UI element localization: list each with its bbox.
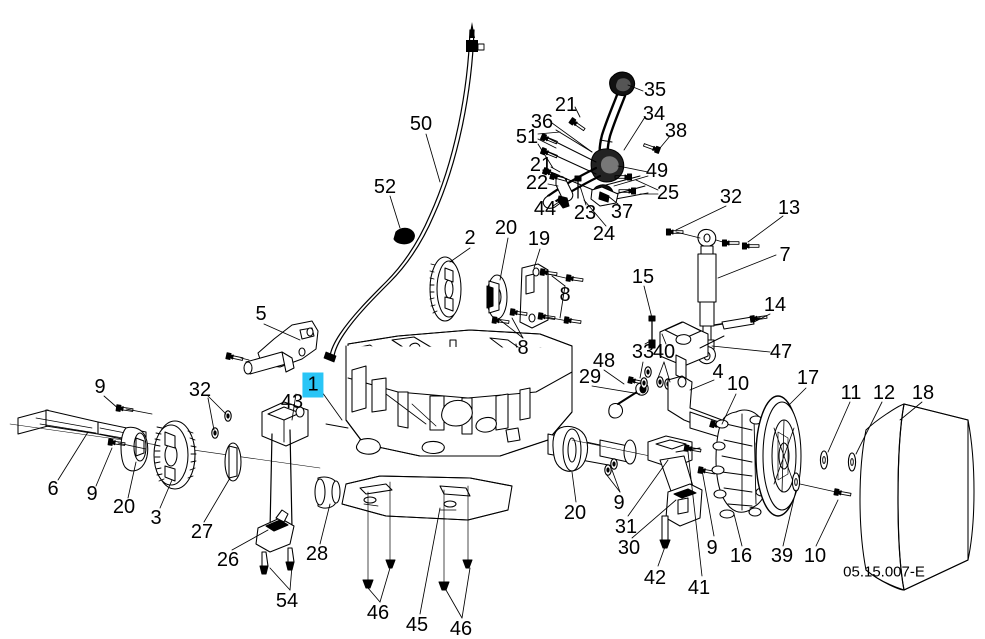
callout-number-40[interactable]: 40 — [652, 341, 676, 363]
callout-number-11[interactable]: 11 — [840, 382, 862, 404]
callout-number-46[interactable]: 46 — [366, 602, 390, 624]
callout-number-25[interactable]: 25 — [656, 182, 680, 204]
callout-number-22[interactable]: 22 — [525, 172, 549, 194]
callout-number-5[interactable]: 5 — [255, 303, 267, 325]
callout-number-10[interactable]: 10 — [803, 545, 827, 567]
callout-number-14[interactable]: 14 — [763, 294, 787, 316]
callout-number-34[interactable]: 34 — [642, 103, 666, 125]
shift-lever-assembly — [539, 71, 661, 209]
gear-cluster-assembly — [429, 256, 584, 329]
callout-number-30[interactable]: 30 — [617, 537, 641, 559]
callout-number-37[interactable]: 37 — [610, 201, 634, 223]
skid-plate-assembly — [341, 475, 513, 591]
callout-number-9[interactable]: 9 — [86, 483, 98, 505]
left-axle-shaft-assembly — [9, 404, 321, 490]
callout-number-20[interactable]: 20 — [112, 496, 136, 518]
callout-number-39[interactable]: 39 — [770, 545, 794, 567]
callout-number-38[interactable]: 38 — [664, 120, 688, 142]
callout-number-52[interactable]: 52 — [373, 176, 397, 198]
callout-number-23[interactable]: 23 — [573, 202, 597, 224]
callout-number-20[interactable]: 20 — [494, 217, 518, 239]
callout-number-3[interactable]: 3 — [150, 507, 162, 529]
callout-number-1-selected[interactable]: 1 — [302, 372, 324, 398]
callout-number-8[interactable]: 8 — [517, 337, 529, 359]
callout-number-24[interactable]: 24 — [592, 223, 616, 245]
callout-number-15[interactable]: 15 — [631, 266, 655, 288]
callout-number-42[interactable]: 42 — [643, 567, 667, 589]
callout-number-13[interactable]: 13 — [777, 197, 801, 219]
callout-number-26[interactable]: 26 — [216, 549, 240, 571]
callout-number-46[interactable]: 46 — [449, 618, 473, 639]
callout-number-51[interactable]: 51 — [515, 126, 539, 148]
callout-number-41[interactable]: 41 — [687, 577, 711, 599]
callout-number-2[interactable]: 2 — [464, 227, 476, 249]
callout-number-10[interactable]: 10 — [726, 373, 750, 395]
control-cable-assembly — [323, 22, 485, 363]
callout-number-4[interactable]: 4 — [712, 361, 724, 383]
callout-number-47[interactable]: 47 — [769, 341, 793, 363]
callout-number-32[interactable]: 32 — [719, 186, 743, 208]
callout-number-50[interactable]: 50 — [409, 113, 433, 135]
callout-number-33[interactable]: 33 — [631, 341, 655, 363]
callout-number-7[interactable]: 7 — [779, 244, 791, 266]
callout-number-17[interactable]: 17 — [796, 367, 820, 389]
callout-number-20[interactable]: 20 — [563, 502, 587, 524]
left-bracket-assembly — [225, 320, 341, 575]
callout-number-31[interactable]: 31 — [614, 516, 638, 538]
shock-absorber-assembly — [648, 228, 768, 381]
callout-number-8[interactable]: 8 — [559, 284, 571, 306]
callout-number-45[interactable]: 45 — [405, 614, 429, 636]
callout-number-32[interactable]: 32 — [188, 379, 212, 401]
callout-number-9[interactable]: 9 — [613, 492, 625, 514]
callout-number-43[interactable]: 43 — [280, 391, 304, 413]
callout-number-44[interactable]: 44 — [533, 198, 557, 220]
callout-number-21[interactable]: 21 — [554, 94, 578, 116]
leader-lines — [57, 84, 923, 619]
callout-number-29[interactable]: 29 — [578, 366, 602, 388]
callout-number-9[interactable]: 9 — [94, 376, 106, 398]
callout-number-16[interactable]: 16 — [729, 545, 753, 567]
transmission-housing — [325, 329, 661, 472]
callout-number-54[interactable]: 54 — [275, 590, 299, 612]
wheel-assembly — [711, 395, 975, 591]
callout-number-19[interactable]: 19 — [527, 228, 551, 250]
callout-number-36[interactable]: 36 — [530, 111, 554, 133]
callout-number-18[interactable]: 18 — [911, 382, 935, 404]
callout-number-9[interactable]: 9 — [706, 537, 718, 559]
callout-number-35[interactable]: 35 — [643, 79, 667, 101]
callout-number-48[interactable]: 48 — [592, 350, 616, 372]
callout-number-12[interactable]: 12 — [872, 382, 896, 404]
callout-number-28[interactable]: 28 — [305, 543, 329, 565]
diagram-code-label: 05.15.007-E — [843, 563, 925, 581]
callout-number-6[interactable]: 6 — [47, 478, 59, 500]
callout-number-27[interactable]: 27 — [190, 521, 214, 543]
callout-number-49[interactable]: 49 — [645, 160, 669, 182]
right-linkage-assembly — [604, 366, 761, 549]
callout-number-21[interactable]: 21 — [529, 154, 553, 176]
